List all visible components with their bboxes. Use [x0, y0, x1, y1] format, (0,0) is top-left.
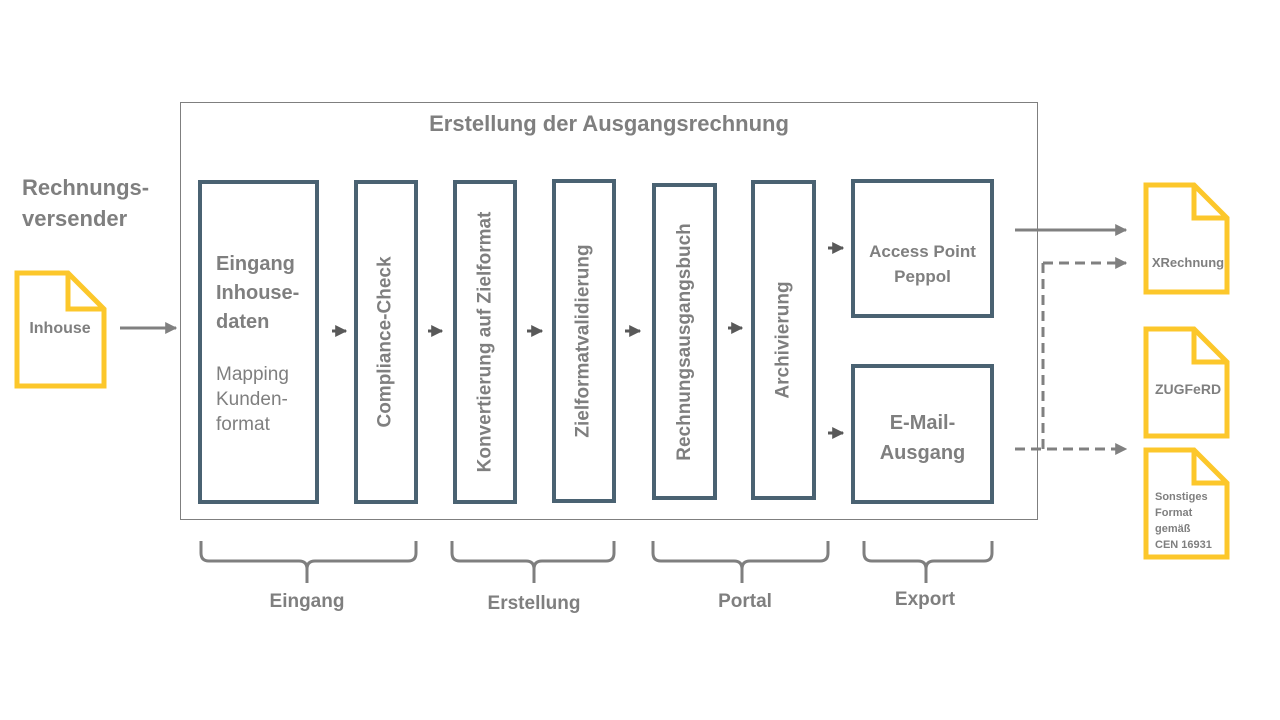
eingang-title-line-2: Inhouse-: [216, 282, 300, 304]
eingang-sub-line-3: format: [216, 414, 270, 435]
phase-portal-label: Portal: [718, 591, 772, 612]
access-point-line-1: Access Point: [869, 242, 976, 261]
phase-erstellung-label: Erstellung: [487, 593, 581, 614]
inhouse-doc-label: Inhouse: [29, 320, 91, 337]
process-title: Erstellung der Ausgangsrechnung: [429, 111, 789, 136]
sonstiges-line-2: Format: [1155, 507, 1193, 519]
zugferd-document-icon: [1143, 326, 1230, 439]
archivierung-box: Archivierung: [751, 180, 816, 500]
eingang-subtext: Mapping Kunden- format: [216, 362, 289, 437]
rechnungsausgangsbuch-box: Rechnungsausgangsbuch: [652, 183, 717, 500]
rechnungsausgangsbuch-label: Rechnungsausgangsbuch: [673, 222, 695, 461]
eingang-sub-line-1: Mapping: [216, 364, 289, 385]
email-line-2: Ausgang: [879, 442, 966, 464]
compliance-check-label: Compliance-Check: [375, 256, 397, 428]
phase-eingang-label: Eingang: [269, 591, 345, 612]
konvertierung-box: Konvertierung auf Zielformat: [453, 180, 517, 504]
sonstiges-document-icon: [1143, 447, 1230, 560]
xrechnung-label: XRechnung: [1151, 255, 1225, 270]
access-point-box: Access Point Peppol: [851, 179, 994, 318]
inhouse-document-icon: [14, 270, 107, 389]
validierung-label: Zielformatvalidierung: [573, 244, 595, 438]
eingang-sub-line-2: Kunden-: [216, 389, 288, 410]
process-frame: [180, 102, 1038, 520]
sonstiges-line-1: Sonstiges: [1155, 491, 1208, 503]
zugferd-label: ZUGFeRD: [1154, 381, 1222, 397]
brace-eingang: [199, 541, 418, 583]
email-label: E-Mail- Ausgang: [855, 408, 990, 468]
brace-erstellung: [450, 541, 616, 583]
eingang-title-line-1: Eingang: [216, 253, 295, 275]
sender-line-2: versender: [22, 206, 128, 231]
sender-line-1: Rechnungs-: [22, 175, 150, 200]
phase-export-label: Export: [894, 589, 956, 610]
eingang-title: Eingang Inhouse- daten: [216, 250, 299, 337]
sender-label: Rechnungs- versender: [22, 172, 149, 234]
eingang-title-line-3: daten: [216, 311, 270, 333]
eingang-box: Eingang Inhouse- daten Mapping Kunden- f…: [198, 180, 319, 504]
sonstiges-line-3: gemäß: [1155, 523, 1191, 535]
email-line-1: E-Mail-: [889, 412, 956, 434]
brace-export: [862, 541, 994, 583]
sonstiges-line-4: CEN 16931: [1155, 539, 1212, 551]
konvertierung-label: Konvertierung auf Zielformat: [474, 211, 495, 473]
access-point-label: Access Point Peppol: [855, 239, 990, 289]
xrechnung-document-icon: [1143, 182, 1230, 295]
validierung-box: Zielformatvalidierung: [552, 179, 616, 503]
sonstiges-label: Sonstiges Format gemäß CEN 16931: [1155, 489, 1212, 553]
compliance-check-box: Compliance-Check: [354, 180, 418, 504]
email-box: E-Mail- Ausgang: [851, 364, 994, 504]
brace-portal: [651, 541, 830, 583]
access-point-line-2: Peppol: [894, 267, 951, 286]
archivierung-label: Archivierung: [772, 281, 794, 399]
